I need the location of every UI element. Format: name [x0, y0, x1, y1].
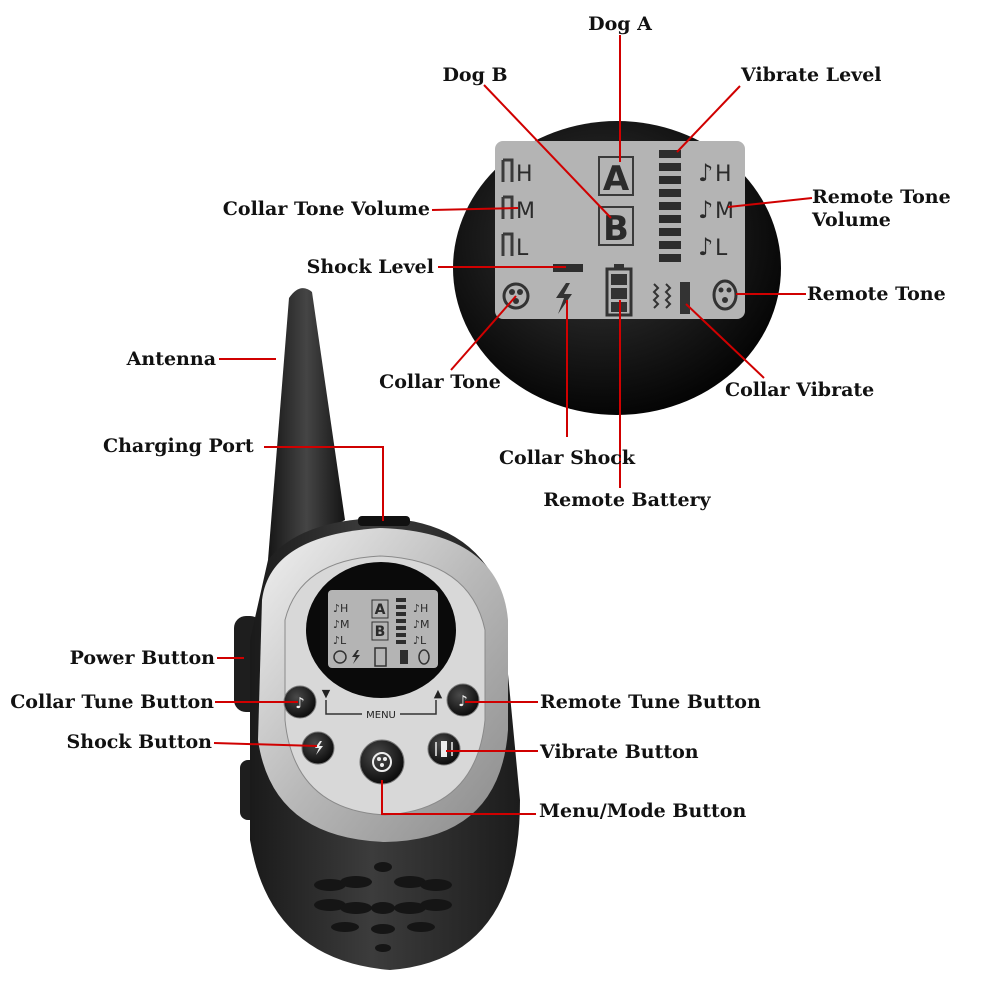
- label-collar-shock: Collar Shock: [498, 447, 636, 469]
- svg-text:MENU: MENU: [366, 710, 396, 721]
- menu-mode-button[interactable]: [359, 739, 405, 785]
- svg-text:H: H: [715, 162, 732, 187]
- label-charging-port: Charging Port: [103, 435, 254, 457]
- svg-text:♪: ♪: [295, 694, 305, 712]
- lcd-closeup: H M L A B ♪ H: [453, 121, 781, 415]
- label-collar-vibrate: Collar Vibrate: [725, 379, 875, 401]
- svg-text:♪: ♪: [698, 159, 713, 187]
- label-collar-tone-volume: Collar Tone Volume: [222, 198, 430, 220]
- label-remote-tone: Remote Tone: [807, 283, 946, 305]
- label-antenna: Antenna: [126, 348, 216, 370]
- label-remote-battery: Remote Battery: [543, 489, 711, 511]
- speaker-grille: [314, 862, 452, 952]
- leader-collar-tone-volume: [431, 207, 519, 211]
- remote-tune-button[interactable]: ♪: [446, 683, 480, 717]
- label-remote-tune-button: Remote Tune Button: [540, 691, 761, 713]
- small-lcd-segments: ♪H ♪M ♪L A B ♪H ♪M ♪L: [333, 598, 430, 667]
- svg-text:♪M: ♪M: [333, 618, 350, 631]
- collar-tone-icon: [502, 282, 530, 310]
- label-dog-b: Dog B: [442, 64, 508, 86]
- svg-text:♪L: ♪L: [413, 634, 427, 647]
- svg-text:♪: ♪: [698, 196, 713, 224]
- svg-text:▲: ▲: [434, 687, 443, 700]
- label-dog-a: Dog A: [588, 13, 652, 35]
- small-lcd-screen: [328, 590, 438, 668]
- leader-collar-tone: [450, 295, 517, 371]
- antenna: [268, 288, 345, 560]
- svg-text:♪H: ♪H: [413, 602, 428, 615]
- label-shock-button: Shock Button: [66, 731, 212, 753]
- lcd-closeup-screen: [495, 141, 745, 319]
- svg-text:B: B: [375, 624, 386, 640]
- svg-text:M: M: [715, 199, 734, 224]
- menu-indicator: ▼ ▲ MENU: [322, 687, 443, 721]
- remote-tone-volume-indicator: ♪ H ♪ M ♪ L: [698, 159, 734, 261]
- svg-text:M: M: [516, 199, 535, 224]
- leader-collar-vibrate: [685, 303, 765, 379]
- collar-tone-volume-indicator: H M L: [501, 158, 535, 261]
- leader-menu-mode-button: [381, 780, 536, 815]
- dog-a-indicator: A: [598, 156, 634, 199]
- leader-remote-tone-volume: [727, 197, 813, 208]
- collar-shock-icon: [556, 283, 572, 314]
- shock-button[interactable]: [301, 731, 335, 765]
- label-remote-tone-volume-line2: Volume: [812, 209, 891, 231]
- svg-text:A: A: [603, 159, 630, 199]
- leader-charging-port: [264, 446, 384, 521]
- leader-dog-b: [483, 84, 612, 219]
- svg-text:B: B: [603, 209, 629, 249]
- svg-text:A: A: [375, 602, 386, 618]
- label-power-button: Power Button: [69, 647, 215, 669]
- svg-text:L: L: [715, 236, 728, 261]
- shock-level-bar: [553, 264, 583, 272]
- dog-b-indicator: B: [598, 206, 634, 249]
- label-vibrate-button: Vibrate Button: [540, 741, 699, 763]
- vibrate-level-bars: [659, 150, 681, 262]
- leader-vibrate-level: [676, 85, 741, 153]
- label-collar-tone: Collar Tone: [379, 371, 501, 393]
- svg-text:▼: ▼: [322, 687, 331, 700]
- svg-text:L: L: [516, 236, 529, 261]
- collar-vibrate-icon: [652, 282, 690, 314]
- label-collar-tune-button: Collar Tune Button: [10, 691, 214, 713]
- svg-text:♪: ♪: [458, 692, 468, 710]
- leader-shock-button: [213, 742, 318, 747]
- svg-text:♪H: ♪H: [333, 602, 348, 615]
- svg-text:H: H: [516, 162, 533, 187]
- label-shock-level: Shock Level: [306, 256, 434, 278]
- remote-device: ♪H ♪M ♪L A B ♪H ♪M ♪L ▼ ▲: [234, 288, 520, 970]
- vibrate-button[interactable]: [427, 732, 461, 766]
- label-vibrate-level: Vibrate Level: [741, 64, 882, 86]
- leader-lines: [213, 35, 813, 815]
- svg-text:♪: ♪: [698, 233, 713, 261]
- label-remote-tone-volume-line1: Remote Tone: [812, 186, 951, 208]
- svg-text:♪M: ♪M: [413, 618, 430, 631]
- label-menu-mode-button: Menu/Mode Button: [539, 800, 747, 822]
- svg-text:♪L: ♪L: [333, 634, 347, 647]
